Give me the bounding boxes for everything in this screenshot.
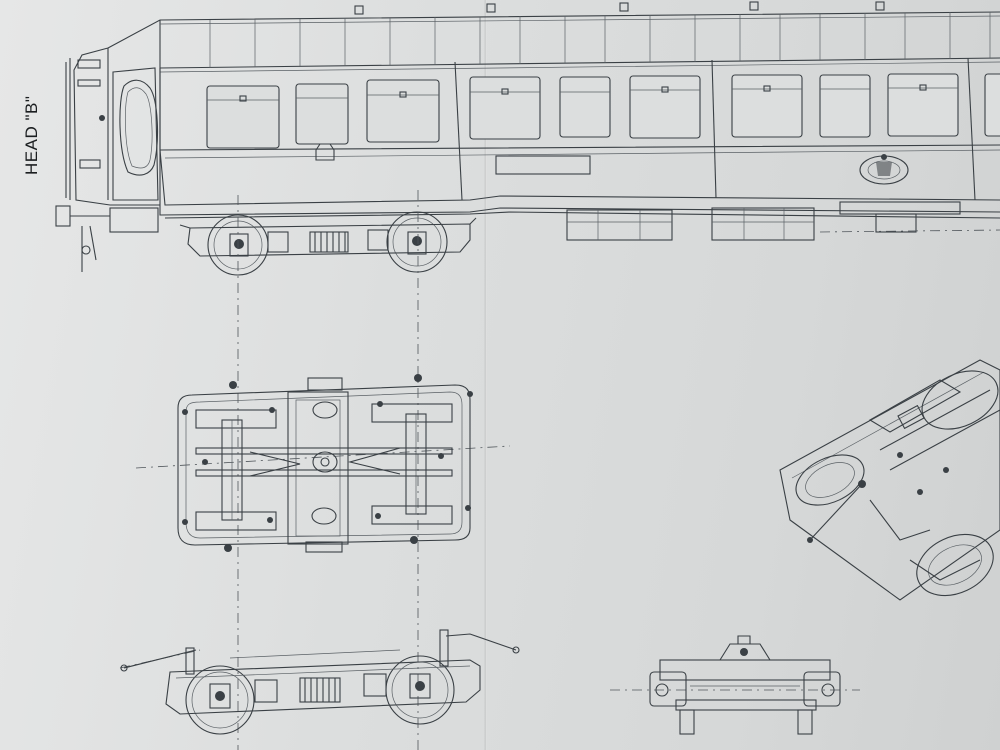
car-side-elevation (55, 1, 1000, 276)
coupler (55, 205, 159, 272)
bogie-isometric-view (779, 359, 1000, 601)
bogie-end-view (649, 635, 841, 735)
bogie-side-spring-grille (299, 677, 341, 703)
car-bogie-side (179, 211, 477, 276)
bogie-plan-view (177, 374, 473, 553)
paper-fold (484, 0, 487, 750)
underframe-boxes (566, 201, 961, 241)
roof-seams (209, 12, 991, 68)
car-windows (206, 73, 1000, 149)
bogie-spring-grille (309, 231, 349, 253)
cab-front (65, 47, 161, 206)
bogie-side-view (120, 629, 520, 735)
coat-of-arms-emblem (859, 154, 909, 185)
